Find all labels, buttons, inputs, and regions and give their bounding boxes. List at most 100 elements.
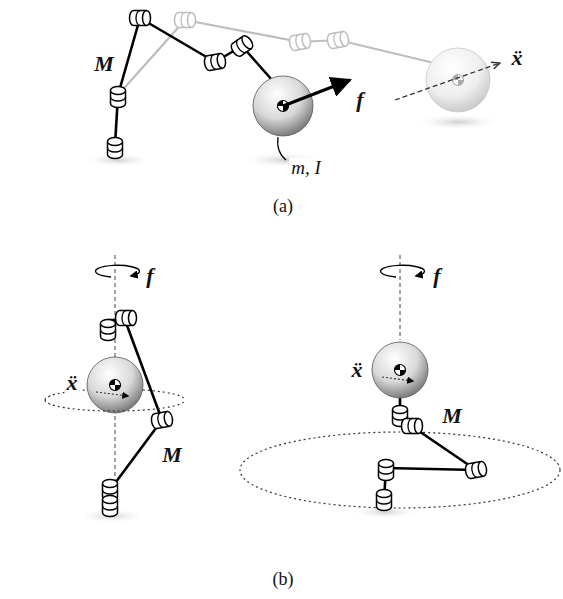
orbit-ellipse xyxy=(240,432,560,508)
joint-band xyxy=(108,148,123,152)
com-quarter xyxy=(110,380,116,386)
robot-link xyxy=(118,18,140,95)
joint-cylinder xyxy=(464,461,487,479)
joint-band xyxy=(377,500,392,504)
joint-band xyxy=(157,413,164,428)
joint-band xyxy=(111,97,126,101)
joint-cylinder xyxy=(130,11,151,26)
acceleration-arrow xyxy=(382,377,413,381)
acceleration-label: ẍ xyxy=(350,358,365,382)
label-holder: ẍ xyxy=(65,371,80,395)
center-of-mass xyxy=(453,75,464,86)
mechanism-label: M xyxy=(160,443,184,467)
joint-cylinder xyxy=(111,87,126,108)
joint-cylinder xyxy=(229,34,255,58)
label-holder: M xyxy=(440,404,464,428)
com-circle xyxy=(453,75,464,86)
label-holder: M xyxy=(92,52,116,76)
joint-top xyxy=(393,406,408,414)
joint-top xyxy=(377,490,392,498)
joint-cylinder xyxy=(402,419,423,434)
joint-top xyxy=(163,411,173,427)
joint-top xyxy=(415,419,423,434)
label-holder: f xyxy=(144,264,155,288)
joint-band xyxy=(103,490,118,494)
joint-top xyxy=(129,311,137,326)
payload-sphere xyxy=(87,357,143,413)
joint-cylinder xyxy=(101,320,116,341)
joint-band xyxy=(136,11,140,26)
mass-inertia-label: m, I xyxy=(289,158,323,179)
acceleration-label: ẍ xyxy=(65,371,80,395)
joint-cylinder xyxy=(108,138,123,159)
label-holder: ẍ xyxy=(510,46,525,70)
rotation-axis xyxy=(400,255,401,340)
acceleration-arrow xyxy=(96,392,128,396)
joint-band xyxy=(181,13,185,28)
joint-band xyxy=(333,33,340,48)
joint-cylinder xyxy=(103,496,118,517)
joint-band xyxy=(295,35,302,50)
joint-cylinder xyxy=(150,411,173,429)
com-quarter xyxy=(453,75,459,81)
joint-cylinder xyxy=(377,490,392,511)
joint-band xyxy=(210,55,217,70)
joint-top xyxy=(216,53,226,69)
com-circle xyxy=(110,380,121,391)
center-of-mass xyxy=(395,365,406,376)
com-quarter xyxy=(115,385,121,391)
joint-cylinder xyxy=(288,33,311,51)
joint-top xyxy=(379,460,394,468)
joint-top xyxy=(103,480,118,488)
force-label: f xyxy=(431,264,442,288)
com-circle xyxy=(395,365,406,376)
ground-shadow xyxy=(413,114,503,130)
joint-cylinder xyxy=(326,31,349,49)
joint-top xyxy=(101,320,116,328)
joint-band xyxy=(101,330,116,334)
joint-band xyxy=(122,311,126,326)
joint-top xyxy=(143,11,151,26)
center-of-mass xyxy=(110,380,121,391)
joint-top xyxy=(477,461,487,477)
joint-cylinder xyxy=(175,13,196,28)
torque-arrow xyxy=(95,265,139,277)
joint-top xyxy=(111,87,126,95)
force-label: f xyxy=(354,88,365,112)
mechanism-label: M xyxy=(92,52,116,76)
joint-top xyxy=(240,34,255,51)
orbit-front xyxy=(45,400,185,411)
joint-top xyxy=(301,33,311,49)
acceleration-label: ẍ xyxy=(510,46,525,70)
label-holder: (b) xyxy=(271,570,296,590)
joint-top xyxy=(108,138,123,146)
joint-cylinder xyxy=(379,460,394,481)
joint-band xyxy=(103,506,118,510)
subfigure-label: (b) xyxy=(271,570,296,590)
leader-line xyxy=(278,137,286,160)
payload-sphere xyxy=(372,342,428,398)
robot-link xyxy=(386,468,476,470)
label-holder: f xyxy=(354,88,365,112)
com-quarter xyxy=(278,101,284,107)
joint-top xyxy=(339,31,349,47)
joint-cylinder xyxy=(203,53,226,71)
com-quarter xyxy=(458,80,464,86)
label-holder: ẍ xyxy=(350,358,365,382)
robot-link xyxy=(110,420,162,490)
force-label: f xyxy=(144,264,155,288)
com-quarter xyxy=(400,370,406,376)
force-arrow xyxy=(283,80,350,106)
robot-link xyxy=(140,18,215,62)
label-holder: (a) xyxy=(271,197,295,217)
torque-arrow xyxy=(380,265,424,277)
acceleration-arrow xyxy=(395,63,500,100)
com-quarter xyxy=(395,365,401,371)
joint-band xyxy=(379,470,394,474)
robot-link xyxy=(338,40,430,62)
joint-band xyxy=(408,419,412,434)
label-holder: m, I xyxy=(289,158,323,179)
joint-cylinder xyxy=(116,311,137,326)
joint-top xyxy=(103,496,118,504)
